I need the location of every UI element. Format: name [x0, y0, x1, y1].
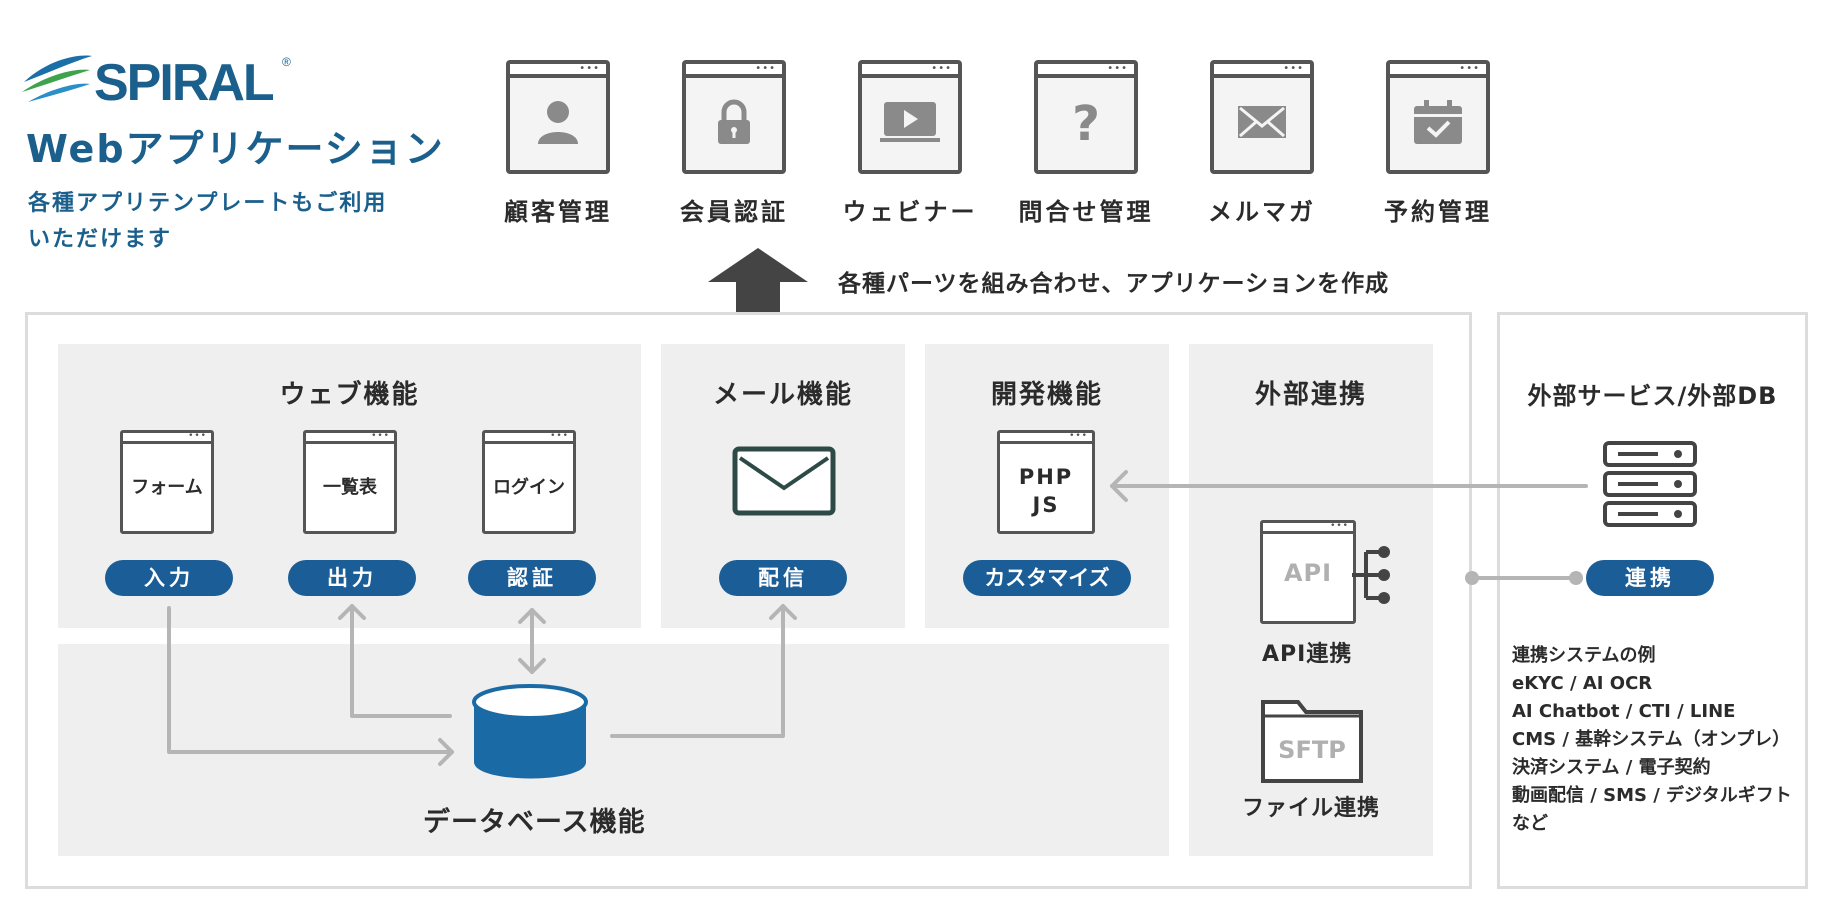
- brand-subtitle-line1: 各種アプリテンプレートもご利用: [28, 191, 388, 216]
- app-inquiry-management: ••• ? 問合せ管理: [1011, 60, 1161, 227]
- input-arrowhead: [438, 738, 454, 766]
- brand-subtitle-line2: いただけます: [28, 227, 173, 252]
- external-services-title: 外部サービス/外部DB: [1527, 382, 1778, 410]
- web-functions-title: ウェブ機能: [279, 380, 420, 410]
- app-reservation-management: ••• 予約管理: [1363, 60, 1513, 227]
- sftp-icon-text: SFTP: [1278, 736, 1346, 764]
- api-connector-icon: [1352, 546, 1390, 604]
- app-customer-management: ••• 顧客管理: [483, 60, 633, 227]
- brand-title: Webアプリケーション: [26, 127, 445, 171]
- mail-envelope-icon: [732, 446, 836, 516]
- example-item: 決済システム / 電子契約: [1512, 757, 1711, 778]
- mail-functions-title: メール機能: [712, 380, 853, 410]
- link-pill: 連携: [1586, 560, 1714, 596]
- dev-functions-title: 開発機能: [990, 380, 1103, 410]
- db-to-delivery-line: [610, 604, 785, 738]
- svg-text:®: ®: [282, 55, 291, 69]
- spiral-logo: SPIRAL ®: [22, 54, 291, 108]
- app-member-auth: ••• 会員認証: [659, 60, 809, 227]
- file-integration-label: ファイル連携: [1242, 796, 1381, 821]
- php-label: PHP: [1018, 465, 1074, 489]
- external-integration-title: 外部連携: [1254, 380, 1367, 410]
- api-integration-label: API連携: [1262, 642, 1353, 667]
- output-arrowhead: [338, 604, 366, 620]
- envelope-icon: [1238, 106, 1286, 138]
- database-icon: [472, 684, 588, 779]
- composition-caption: 各種パーツを組み合わせ、アプリケーションを作成: [838, 271, 1390, 297]
- login-document-label: ログイン: [493, 477, 565, 498]
- app-label: 問合せ管理: [1018, 198, 1154, 226]
- list-document: •••一覧表: [303, 430, 397, 534]
- example-item: CMS / 基幹システム（オンプレ）: [1512, 729, 1791, 750]
- calendar-check-icon: [1414, 100, 1462, 144]
- output-pill: 出力: [288, 560, 416, 596]
- js-label: JS: [1032, 493, 1060, 517]
- login-document: •••ログイン: [482, 430, 576, 534]
- app-label: ウェビナー: [842, 198, 978, 226]
- server-icon: [1603, 441, 1697, 527]
- customize-pill: カスタマイズ: [963, 560, 1131, 596]
- app-newsletter: ••• メルマガ: [1187, 60, 1337, 227]
- example-item: など: [1512, 813, 1548, 834]
- api-document: ••• API: [1260, 520, 1356, 624]
- example-item: AI Chatbot / CTI / LINE: [1512, 701, 1736, 722]
- app-label: メルマガ: [1208, 198, 1316, 226]
- person-icon: [538, 101, 578, 144]
- app-webinar: ••• ウェビナー: [835, 60, 985, 227]
- question-icon: ?: [1072, 98, 1100, 146]
- examples-heading: 連携システムの例: [1512, 645, 1656, 666]
- db-to-output-line: [350, 604, 452, 718]
- app-label: 顧客管理: [504, 198, 612, 226]
- form-document: •••フォーム: [120, 430, 214, 534]
- api-icon-text: API: [1283, 559, 1333, 587]
- example-item: eKYC / AI OCR: [1512, 673, 1653, 694]
- php-js-document: ••• PHP JS: [997, 430, 1095, 534]
- svg-text:?: ?: [1072, 98, 1100, 146]
- integration-examples: 連携システムの例 eKYC / AI OCR AI Chatbot / CTI …: [1512, 642, 1792, 838]
- input-to-db-line: [167, 606, 454, 754]
- auth-pill: 認証: [468, 560, 596, 596]
- video-play-icon: [880, 102, 940, 142]
- app-label: 会員認証: [680, 198, 788, 226]
- lock-icon: [718, 99, 750, 144]
- input-pill: 入力: [105, 560, 233, 596]
- delivery-pill: 配信: [719, 560, 847, 596]
- app-label: 予約管理: [1384, 198, 1492, 226]
- external-services-frame: [1497, 312, 1808, 889]
- up-arrow-icon: [708, 248, 808, 312]
- sftp-folder-icon: SFTP: [1261, 700, 1363, 783]
- database-label: データベース機能: [423, 807, 646, 838]
- list-document-label: 一覧表: [323, 477, 377, 498]
- example-item: 動画配信 / SMS / デジタルギフト: [1512, 785, 1792, 806]
- logo-text: SPIRAL: [94, 54, 274, 108]
- brand-subtitle: 各種アプリテンプレートもご利用 いただけます: [28, 186, 468, 258]
- form-document-label: フォーム: [131, 477, 203, 498]
